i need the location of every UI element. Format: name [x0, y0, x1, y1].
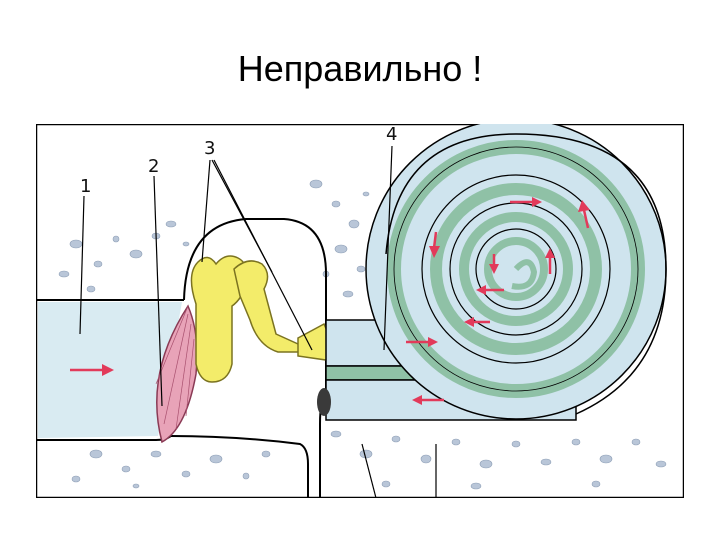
label-pointers — [79, 145, 437, 498]
middle-ear-floor — [170, 435, 309, 498]
arrow-spiral-bottom — [476, 285, 504, 295]
cochlea-spiral — [365, 124, 667, 420]
arrow-spiral-right — [578, 200, 590, 229]
arrow-upper-duct — [406, 337, 438, 347]
round-window — [317, 388, 331, 416]
arrow-spiral-lower — [464, 317, 490, 327]
slide-title: Неправильно ! — [237, 48, 483, 89]
label-1: 1 — [80, 176, 91, 197]
arrow-spiral-right-inner — [545, 248, 555, 274]
flow-arrows — [70, 197, 590, 405]
label-2: 2 — [148, 156, 159, 177]
arrow-lower-duct — [412, 395, 444, 405]
incus — [233, 260, 301, 353]
arrow-spiral-top — [510, 197, 542, 207]
arrow-spiral-left — [429, 231, 440, 258]
ear-diagram: 1 2 3 4 — [36, 124, 684, 498]
label-4: 4 — [386, 124, 397, 145]
label-3: 3 — [204, 138, 215, 159]
bone-texture — [58, 179, 667, 490]
arrow-outer-canal — [70, 364, 114, 376]
arrow-spiral-center — [489, 254, 499, 274]
